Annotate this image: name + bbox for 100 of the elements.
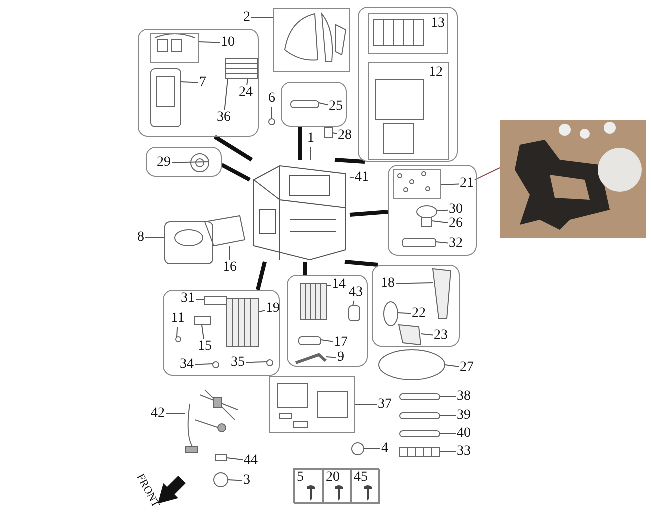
leader-line	[258, 310, 266, 312]
callout-number: 2	[244, 11, 250, 25]
leader-line	[352, 300, 355, 306]
callout-number: 22	[412, 307, 426, 321]
part-drawing	[151, 69, 181, 127]
callout-number: 24	[239, 86, 253, 100]
leader-line	[396, 282, 434, 284]
leader-line	[310, 146, 312, 160]
part-drawing	[191, 154, 209, 172]
part-drawing	[400, 413, 440, 419]
leader-line	[202, 324, 204, 340]
part-drawing	[384, 302, 398, 326]
part-drawing	[205, 216, 245, 246]
group-panel	[287, 275, 368, 367]
part-drawing	[299, 337, 321, 345]
callout-number: 25	[329, 100, 343, 114]
callout-number: 26	[449, 217, 463, 231]
leader-line	[176, 326, 178, 338]
callout-number: 42	[151, 407, 165, 421]
callout-number: 27	[460, 361, 474, 375]
callout-number: 16	[223, 261, 237, 275]
parts-table	[293, 468, 379, 503]
part-drawing	[195, 317, 211, 325]
leader-line	[198, 42, 220, 44]
callout-number: 29	[157, 156, 171, 170]
callout-number: 17	[334, 336, 348, 350]
part-drawing	[417, 206, 437, 218]
detail-frame	[393, 169, 441, 199]
callout-number: 14	[332, 278, 346, 292]
callout-number: 21	[460, 177, 474, 191]
callout-number: 43	[349, 286, 363, 300]
part-drawing	[216, 455, 227, 461]
leader-line	[172, 162, 210, 164]
callout-number: 8	[138, 231, 144, 245]
callout-number: 28	[338, 129, 352, 143]
part-drawing	[213, 362, 219, 368]
table-cell	[351, 469, 380, 504]
leader-line	[332, 132, 338, 134]
part-drawing	[296, 353, 326, 365]
connector-band	[298, 127, 302, 160]
callout-number: 13	[431, 17, 445, 31]
leader-line	[320, 340, 334, 342]
part-drawing	[403, 239, 436, 247]
leader-line	[246, 78, 248, 86]
callout-number: 4	[382, 442, 388, 456]
callout-number: 44	[244, 454, 258, 468]
connector-band	[221, 163, 251, 182]
parts-photo	[500, 120, 646, 238]
callout-number: 33	[457, 445, 471, 459]
detail-frame	[269, 376, 355, 433]
connector-band	[350, 210, 388, 217]
group-panel	[146, 147, 222, 177]
leader-line	[474, 168, 500, 181]
detail-frame	[273, 8, 350, 72]
group-panel	[388, 165, 477, 256]
part-drawing	[379, 350, 445, 380]
leader-line	[228, 480, 243, 482]
leader-line	[180, 82, 199, 84]
leader-line	[318, 102, 328, 106]
callout-number: 15	[198, 340, 212, 354]
leader-line	[326, 356, 337, 358]
callout-number: 32	[449, 237, 463, 251]
callout-number: 20	[326, 471, 340, 485]
leader-line	[226, 458, 244, 460]
callout-number: 41	[355, 171, 369, 185]
callout-number: 10	[221, 36, 235, 50]
part-drawing	[226, 59, 258, 79]
part-drawing	[176, 337, 181, 342]
leader-line	[440, 184, 460, 186]
callout-number: 12	[429, 66, 443, 80]
leader-line	[444, 364, 460, 368]
callout-number: 1	[308, 132, 314, 146]
leader-line	[364, 448, 381, 450]
part-drawing	[185, 388, 240, 455]
callout-number: 37	[378, 398, 392, 412]
leader-line	[196, 299, 206, 300]
connector-band	[303, 262, 307, 275]
callout-number: 36	[217, 111, 231, 125]
callout-number: 11	[171, 312, 185, 326]
callout-number: 19	[266, 302, 280, 316]
table-cell	[323, 469, 351, 504]
leader-line	[432, 220, 448, 224]
table-cell	[294, 469, 323, 504]
callout-number: 9	[338, 351, 344, 365]
leader-line	[194, 364, 214, 366]
detail-frame	[150, 33, 199, 63]
part-drawing	[269, 119, 275, 125]
leader-line	[420, 334, 434, 336]
leader-line	[246, 362, 268, 364]
callout-number: 3	[244, 474, 250, 488]
leader-line	[354, 404, 378, 406]
leader-line	[436, 242, 448, 244]
callout-number: 35	[231, 356, 245, 370]
callout-number: 18	[381, 277, 395, 291]
part-drawing	[214, 473, 228, 487]
part-drawing	[205, 297, 227, 305]
group-panel	[372, 265, 460, 347]
group-panel	[138, 29, 259, 137]
callout-number: 31	[181, 292, 195, 306]
leader-line	[224, 78, 228, 110]
